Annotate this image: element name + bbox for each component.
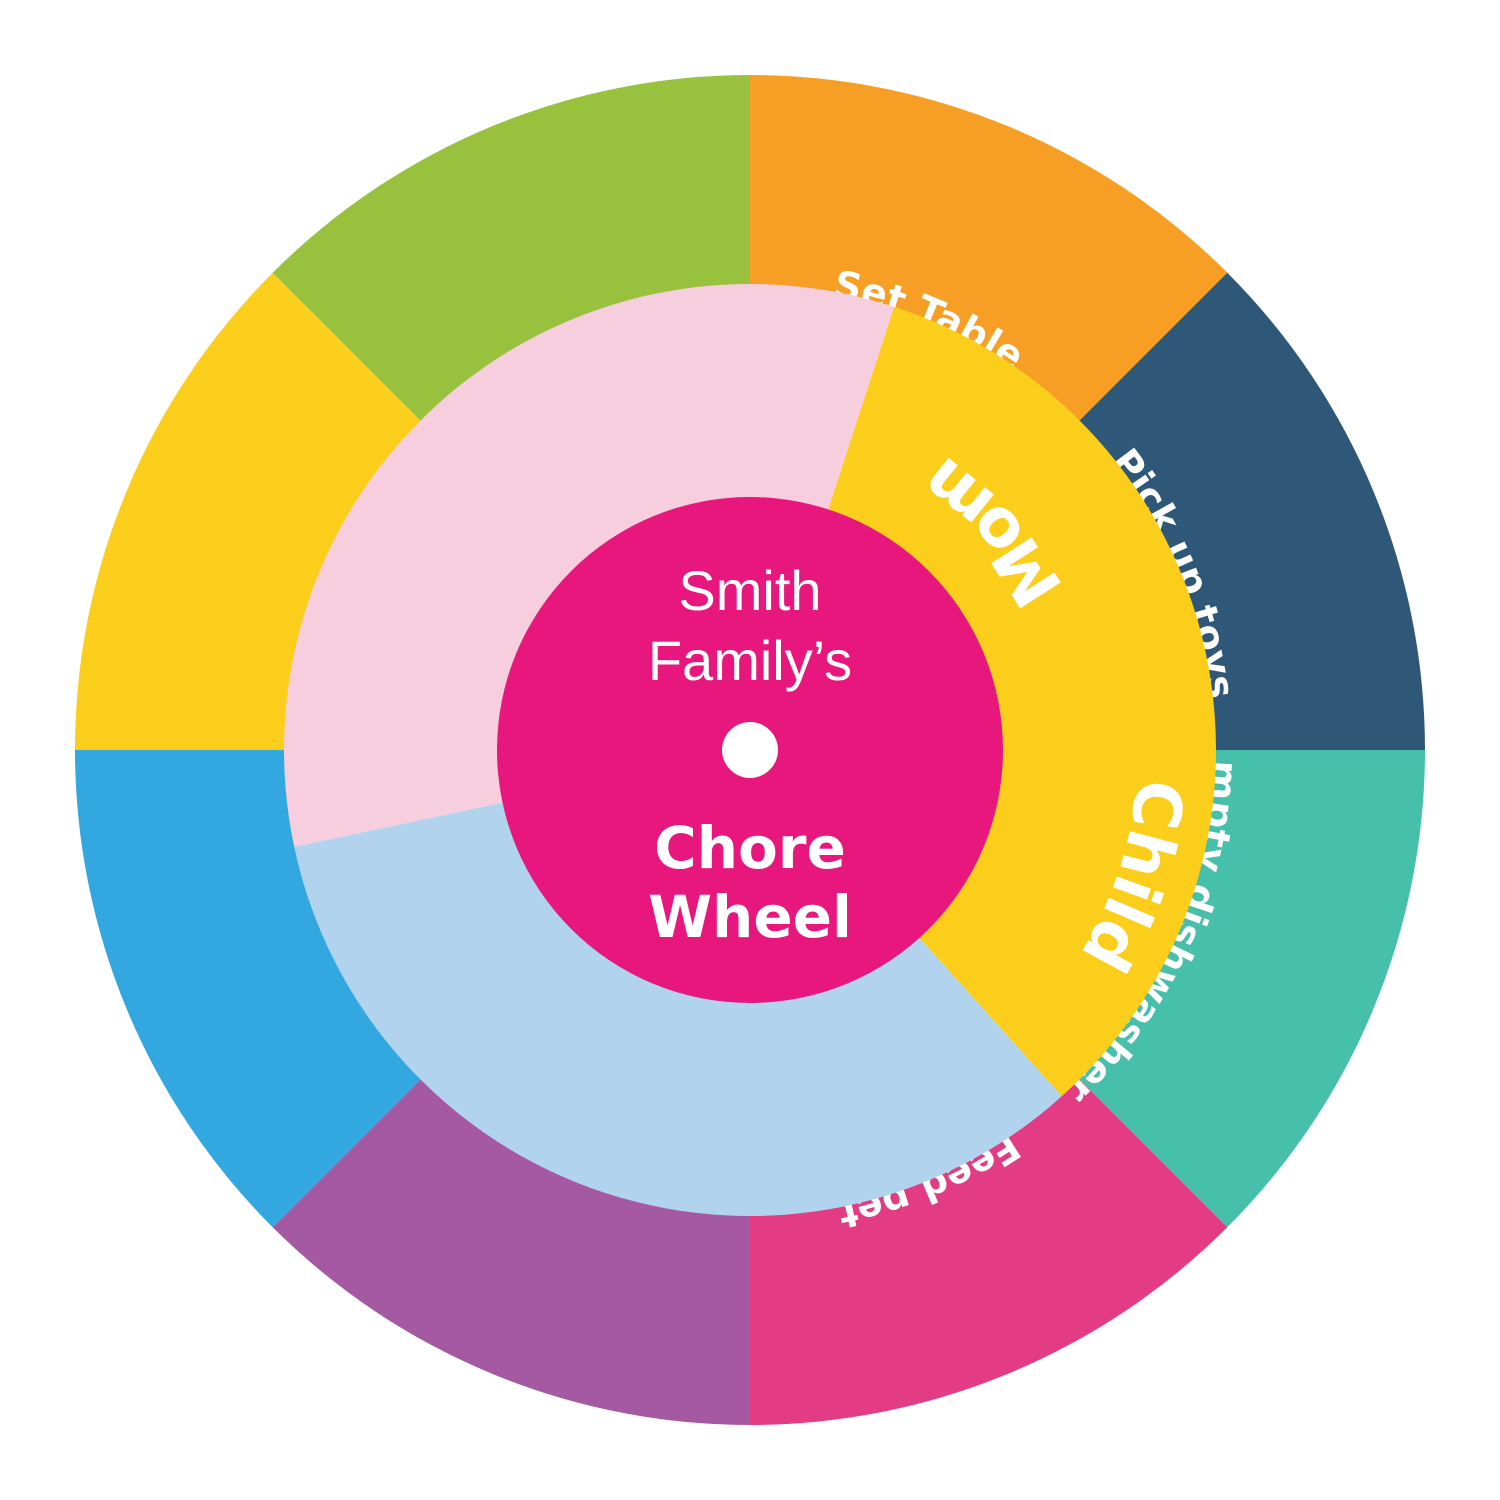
chore-segment-empty-dishwasher[interactable]	[750, 75, 1228, 422]
chore-segment-set-table[interactable]	[1078, 750, 1425, 1228]
chore-segment-feed-pet[interactable]	[1078, 272, 1425, 750]
chore-segment-empty-dishwasher[interactable]	[272, 1078, 750, 1425]
title-line-3: Chore	[654, 814, 846, 882]
title-line-2: Family’s	[648, 629, 852, 692]
center-pin[interactable]	[722, 722, 778, 778]
title-line-1: Smith	[678, 559, 821, 622]
inner-ring: DadChildMom	[284, 284, 1216, 1216]
chore-segment-pick-up-toys[interactable]	[750, 1078, 1228, 1425]
member-segment-dad[interactable]	[826, 306, 1216, 1097]
member-segment-child[interactable]	[294, 801, 1062, 1216]
title-line-4: Wheel	[648, 883, 852, 951]
chore-segment-pick-up-toys[interactable]	[272, 75, 750, 422]
member-segment-mom[interactable]	[284, 284, 895, 847]
chore-segment-set-table[interactable]	[75, 272, 422, 750]
chore-segment-feed-pet[interactable]	[75, 750, 422, 1228]
